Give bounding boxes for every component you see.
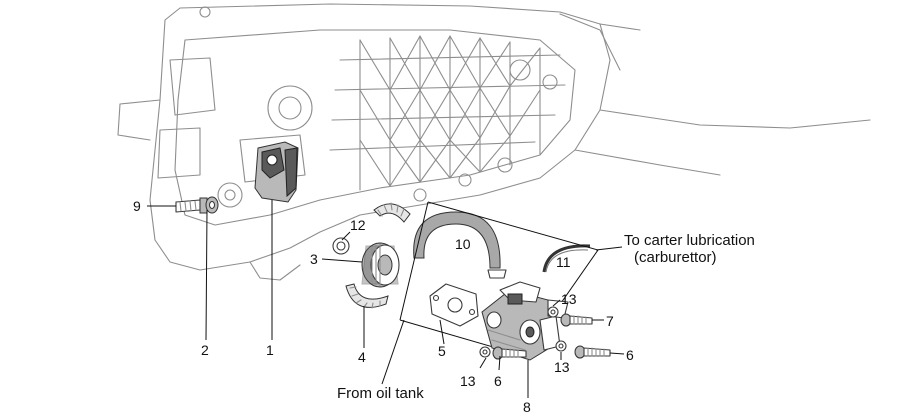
callout-3: 3 [310,251,318,267]
callout-1: 1 [266,342,274,358]
leader-lines [147,200,625,398]
callout-13-right: 13 [554,359,570,375]
callout-11: 11 [556,254,571,270]
note-carter-lubrication: To carter lubrication [624,232,755,249]
callout-7: 7 [606,313,614,329]
callout-10: 10 [455,236,471,252]
callout-12: 12 [350,217,366,233]
part-9-bolt [175,197,208,214]
part-8-oil-pump [481,281,569,361]
callout-9: 9 [133,198,141,214]
note-from-oil-tank: From oil tank [337,385,424,402]
part-13-o-ring-left [479,346,491,358]
callout-8: 8 [523,399,531,413]
part-3-gear [361,242,400,288]
part-13-o-ring-right [555,340,567,352]
callout-5: 5 [438,343,446,359]
part-7-screw [560,313,593,327]
part-4-chain [345,283,389,309]
part-10-oil-pipe [413,211,507,279]
crankcase-housing [117,3,871,281]
part-6-screw-right [574,345,611,359]
part-5-gasket [429,283,479,327]
part-13-o-ring-top [547,306,559,318]
callout-6-right: 6 [626,347,634,363]
part-2-washer [205,196,219,214]
flow-notes: To carter lubrication (carburettor) From… [337,232,755,402]
chain-upper [373,202,411,223]
callout-2: 2 [201,342,209,358]
callout-4: 4 [358,349,366,365]
callout-labels: 9 2 1 3 12 4 10 11 5 13 7 6 13 13 6 8 [133,198,634,413]
callout-13-top: 13 [561,291,577,307]
callout-13-left: 13 [460,373,476,389]
part-1-pump-cover [254,141,299,203]
callout-6-left: 6 [494,373,502,389]
note-carburettor: (carburettor) [634,249,717,266]
part-6-screw-left [492,346,527,360]
part-12-o-ring [332,237,350,255]
